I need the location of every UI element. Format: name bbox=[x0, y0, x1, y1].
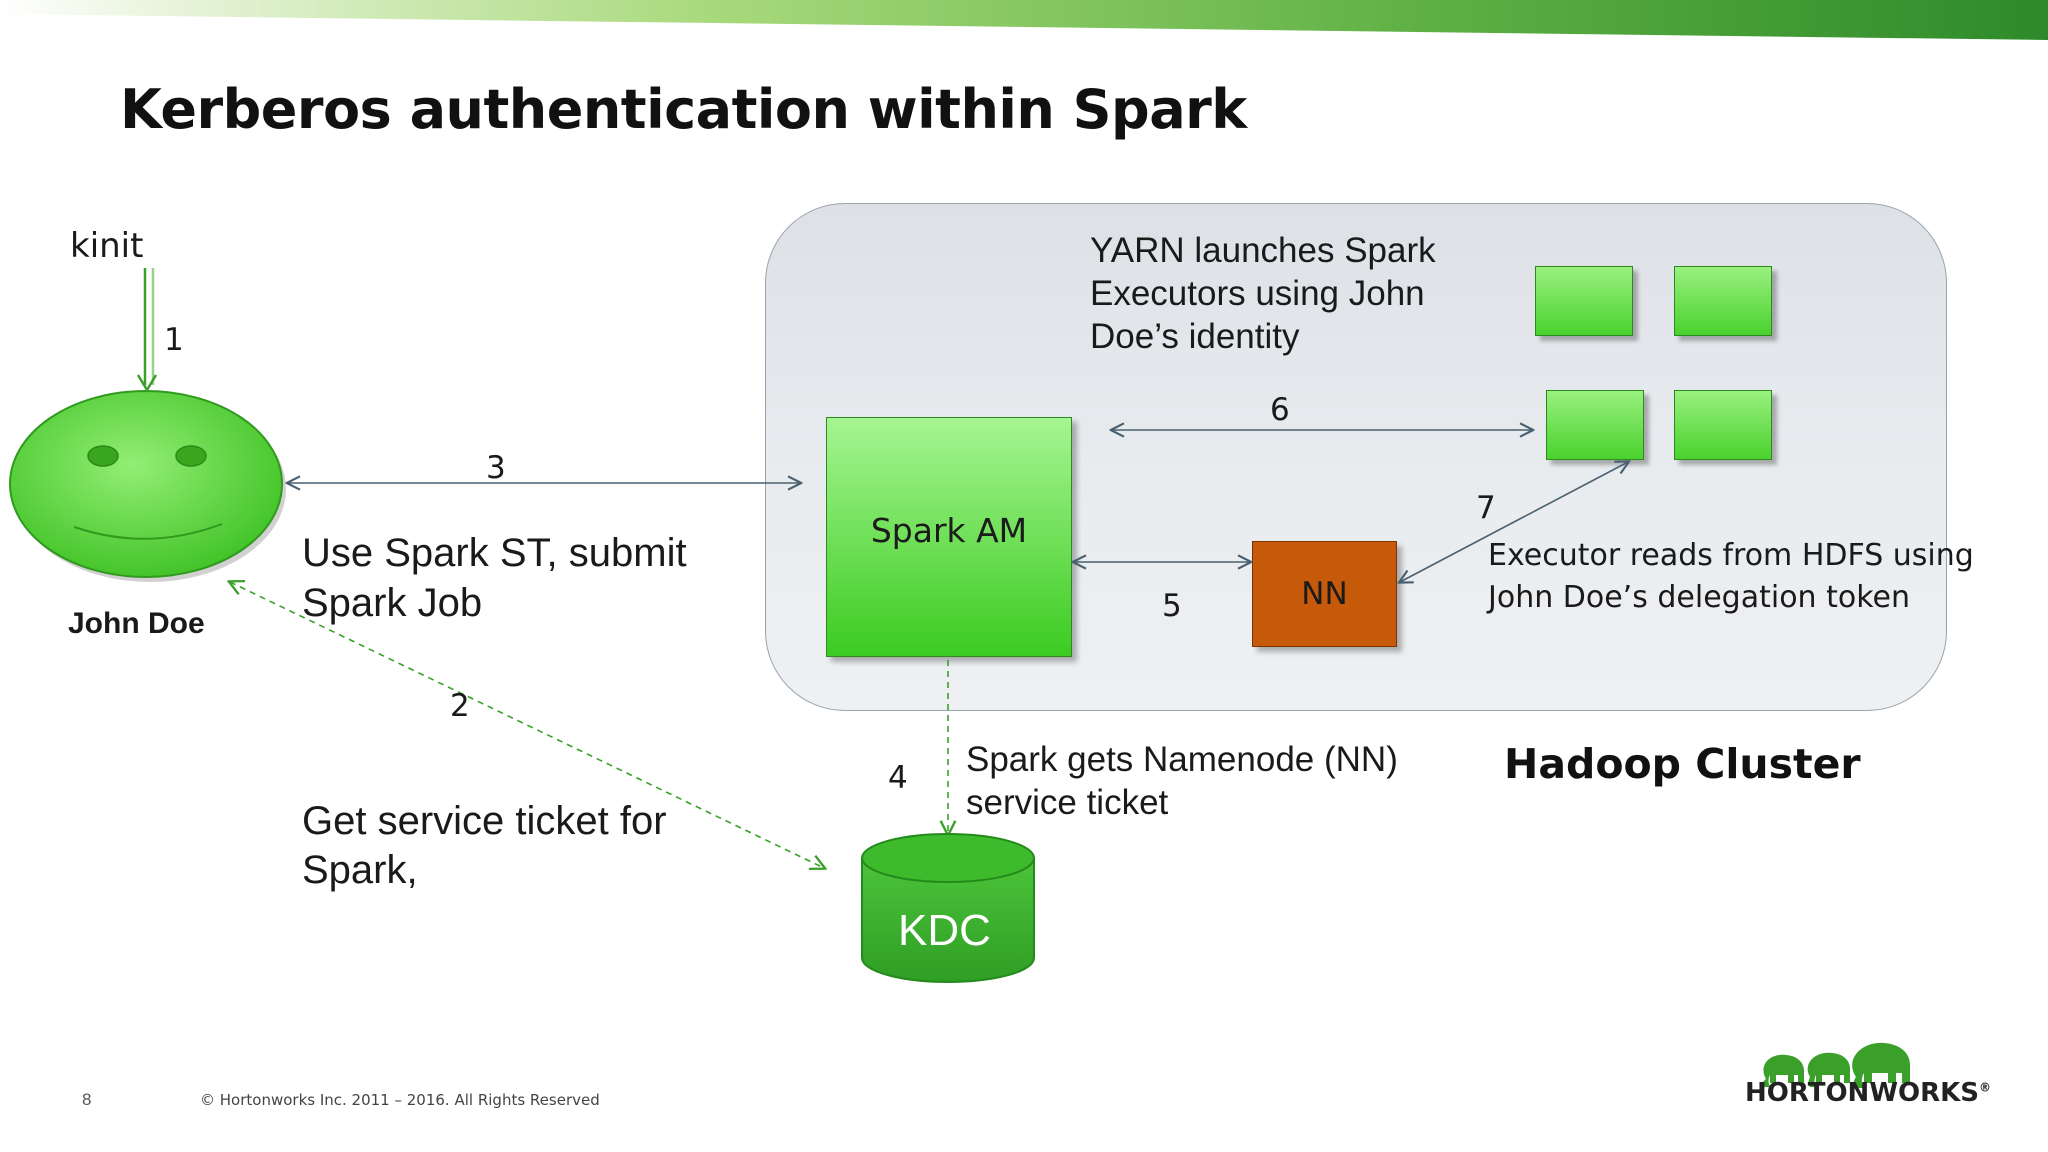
yarn-note-line1: YARN launches Spark bbox=[1090, 231, 1436, 270]
step-4-label: 4 bbox=[888, 760, 908, 796]
top-accent-bar bbox=[0, 0, 2048, 40]
john-doe-avatar-icon bbox=[9, 390, 286, 582]
hortonworks-elephants-logo bbox=[1762, 1042, 1910, 1088]
nn-ticket-note-line1: Spark gets Namenode (NN) bbox=[966, 740, 1398, 779]
slide-title: Kerberos authentication within Spark bbox=[120, 78, 1247, 141]
step-5-label: 5 bbox=[1162, 588, 1182, 624]
registered-mark: ® bbox=[1979, 1080, 1991, 1095]
nn-ticket-note-line2: service ticket bbox=[966, 783, 1169, 822]
step-7-label: 7 bbox=[1476, 490, 1496, 526]
executor-box bbox=[1546, 390, 1644, 460]
executor-hdfs-arrow bbox=[1400, 462, 1628, 582]
hortonworks-logo-text: HORTONWORKS® bbox=[1745, 1078, 1991, 1108]
executor-box bbox=[1674, 390, 1772, 460]
copyright-text: © Hortonworks Inc. 2011 – 2016. All Righ… bbox=[200, 1091, 600, 1109]
hortonworks-wordmark: HORTONWORKS bbox=[1745, 1078, 1979, 1108]
step-2-label: 2 bbox=[450, 688, 470, 724]
executor-box bbox=[1535, 266, 1633, 336]
submit-note-line1: Use Spark ST, submit bbox=[302, 531, 687, 575]
spark-am-label: Spark AM bbox=[870, 510, 1028, 550]
kinit-arrow bbox=[136, 268, 158, 393]
ticket-note-line2: Spark, bbox=[302, 848, 418, 892]
yarn-note-line3: Doe’s identity bbox=[1090, 317, 1300, 356]
executor-note-line2: John Doe’s delegation token bbox=[1488, 580, 1910, 615]
page-number: 8 bbox=[82, 1090, 92, 1109]
namenode-label: NN bbox=[1301, 576, 1348, 612]
submit-note-line2: Spark Job bbox=[302, 581, 483, 625]
kdc-label: KDC bbox=[898, 906, 991, 955]
step-1-label: 1 bbox=[164, 322, 184, 358]
kdc-database-icon bbox=[861, 833, 1035, 983]
step-3-label: 3 bbox=[486, 450, 506, 486]
yarn-note-line2: Executors using John bbox=[1090, 274, 1425, 313]
executor-box bbox=[1674, 266, 1772, 336]
namenode-node: NN bbox=[1252, 541, 1397, 647]
ticket-note-line1: Get service ticket for bbox=[302, 799, 667, 843]
kinit-label: kinit bbox=[70, 226, 144, 266]
spark-am-node: Spark AM bbox=[826, 417, 1072, 657]
step-6-label: 6 bbox=[1270, 392, 1290, 428]
user-name-label: John Doe bbox=[68, 607, 205, 640]
executor-note-line1: Executor reads from HDFS using bbox=[1488, 538, 1974, 573]
hadoop-cluster-label: Hadoop Cluster bbox=[1504, 740, 1861, 788]
